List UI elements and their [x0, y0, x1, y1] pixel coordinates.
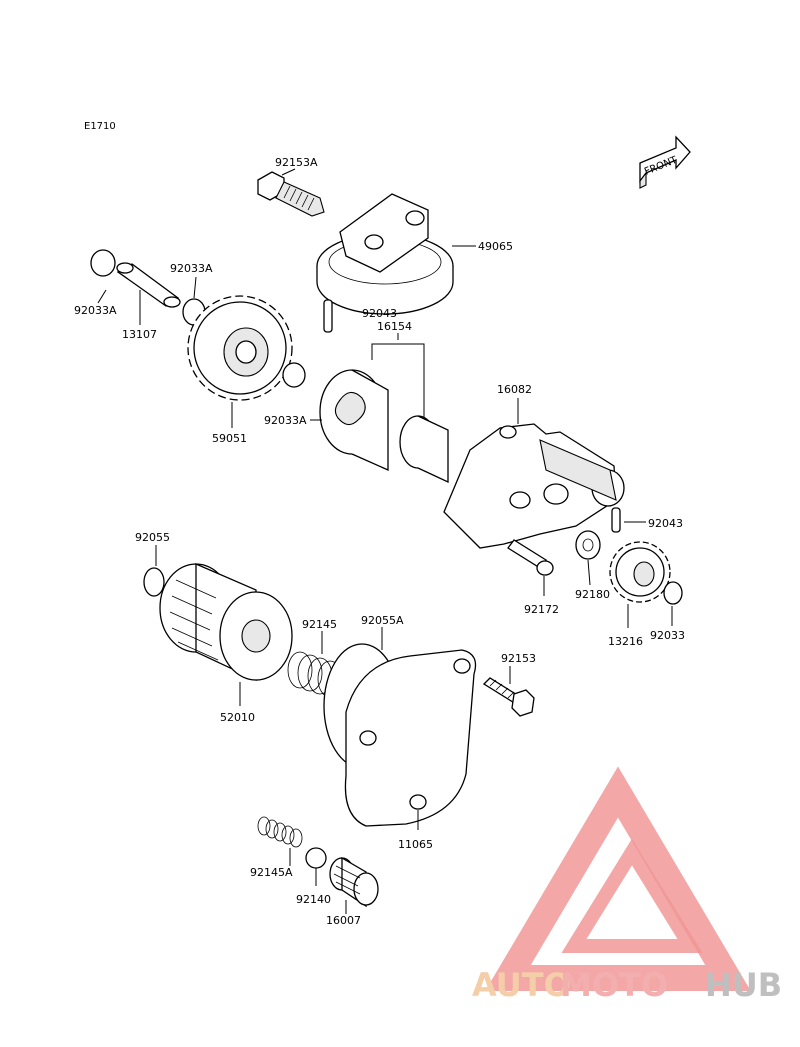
- o-ring-92055: [143, 567, 165, 597]
- bolt-92153: [482, 677, 535, 717]
- circlip-92033: [663, 581, 683, 605]
- label-13216: 13216: [608, 635, 643, 648]
- spring-92145a: [257, 816, 303, 848]
- diagram-code: E1710: [84, 121, 116, 132]
- gear-59051: [187, 295, 293, 401]
- label-92043-right: 92043: [648, 517, 683, 530]
- label-92033a-top: 92033A: [170, 262, 213, 275]
- label-92172: 92172: [524, 603, 559, 616]
- ball-92140: [305, 847, 327, 869]
- label-92153a: 92153A: [275, 156, 318, 169]
- label-92055a: 92055A: [361, 614, 404, 627]
- circlip-92033a-left: [90, 249, 116, 277]
- watermark-moto: MOTO: [560, 966, 668, 1004]
- shaft-13107: [116, 262, 181, 308]
- label-92145: 92145: [302, 618, 337, 631]
- pump-cover-49065: [316, 193, 454, 315]
- label-11065: 11065: [398, 838, 433, 851]
- filter-cover-11065: [344, 649, 477, 827]
- label-16082: 16082: [497, 383, 532, 396]
- bolt-92153a: [257, 171, 325, 217]
- label-92055: 92055: [135, 531, 170, 544]
- label-92043-top: 92043: [362, 307, 397, 320]
- label-49065: 49065: [478, 240, 513, 253]
- label-92033a-mid: 92033A: [264, 414, 307, 427]
- washer-92180: [575, 530, 601, 560]
- label-92145a: 92145A: [250, 866, 293, 879]
- outer-rotor: [319, 369, 389, 472]
- oil-filter-52010: [159, 563, 293, 682]
- label-16154: 16154: [377, 320, 412, 333]
- label-52010: 52010: [220, 711, 255, 724]
- label-92033a-left: 92033A: [74, 304, 117, 317]
- label-92153: 92153: [501, 652, 536, 665]
- front-arrow-icon: FRONT: [639, 135, 691, 189]
- circlip-gear-right: [282, 362, 306, 388]
- label-16007: 16007: [326, 914, 361, 927]
- inner-rotor: [399, 415, 449, 484]
- label-59051: 59051: [212, 432, 247, 445]
- watermark-hub: HUB: [705, 966, 782, 1004]
- screw-92172: [507, 539, 554, 576]
- pin-92043-top: [323, 299, 333, 333]
- automotohub-logo: AUTO MOTO HUB: [472, 766, 782, 1004]
- pin-92043-right: [611, 507, 621, 533]
- label-92033: 92033: [650, 629, 685, 642]
- plug-16007: [329, 856, 379, 908]
- gear-13216: [609, 541, 671, 603]
- label-92180: 92180: [575, 588, 610, 601]
- label-92140: 92140: [296, 893, 331, 906]
- watermark-auto: AUTO: [472, 966, 571, 1004]
- pump-body-16082: [443, 423, 625, 549]
- label-13107: 13107: [122, 328, 157, 341]
